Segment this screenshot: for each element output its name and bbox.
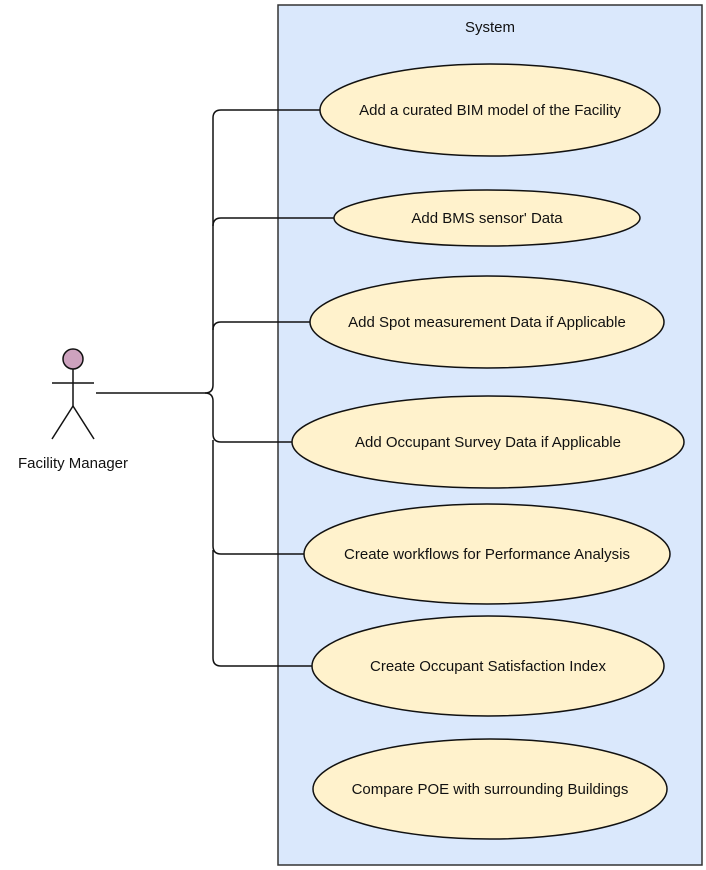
- connectors: [96, 109, 334, 667]
- use-case-1: Add a curated BIM model of the Facility: [319, 63, 661, 157]
- use-case-1-label: Add a curated BIM model of the Facility: [359, 102, 621, 119]
- use-case-5-ellipse: [303, 503, 671, 605]
- connector-uc6: [212, 550, 312, 667]
- use-case-3: Add Spot measurement Data if Applicable: [309, 275, 665, 369]
- connector-uc5: [212, 440, 304, 555]
- connector-uc2: [212, 217, 334, 227]
- use-case-3-label: Add Spot measurement Data if Applicable: [348, 314, 626, 331]
- actor-head: [62, 348, 84, 370]
- use-case-6-ellipse: [311, 615, 665, 717]
- actor-left-leg: [51, 405, 74, 440]
- connector-uc3: [212, 321, 310, 331]
- use-case-7-ellipse: [312, 738, 668, 840]
- connector-uc1: [96, 109, 320, 394]
- use-case-1-ellipse: [319, 63, 661, 157]
- connector-uc4: [204, 392, 292, 443]
- use-case-4-ellipse: [291, 395, 685, 489]
- use-case-5-label: Create workflows for Performance Analysi…: [344, 546, 630, 563]
- use-case-6: Create Occupant Satisfaction Index: [311, 615, 665, 717]
- actor-right-leg: [72, 405, 95, 440]
- use-case-6-label: Create Occupant Satisfaction Index: [370, 658, 606, 675]
- use-case-7: Compare POE with surrounding Buildings: [312, 738, 668, 840]
- use-case-2-ellipse: [333, 189, 641, 247]
- system-title: System: [465, 19, 515, 36]
- actor-facility-manager: [51, 348, 95, 440]
- use-case-5: Create workflows for Performance Analysi…: [303, 503, 671, 605]
- use-case-2-label: Add BMS sensor' Data: [411, 210, 563, 227]
- use-case-3-ellipse: [309, 275, 665, 369]
- use-case-4-label: Add Occupant Survey Data if Applicable: [355, 434, 621, 451]
- actor-label: Facility Manager: [18, 455, 128, 472]
- use-case-2: Add BMS sensor' Data: [333, 189, 641, 247]
- use-case-7-label: Compare POE with surrounding Buildings: [352, 781, 629, 798]
- use-case-4: Add Occupant Survey Data if Applicable: [291, 395, 685, 489]
